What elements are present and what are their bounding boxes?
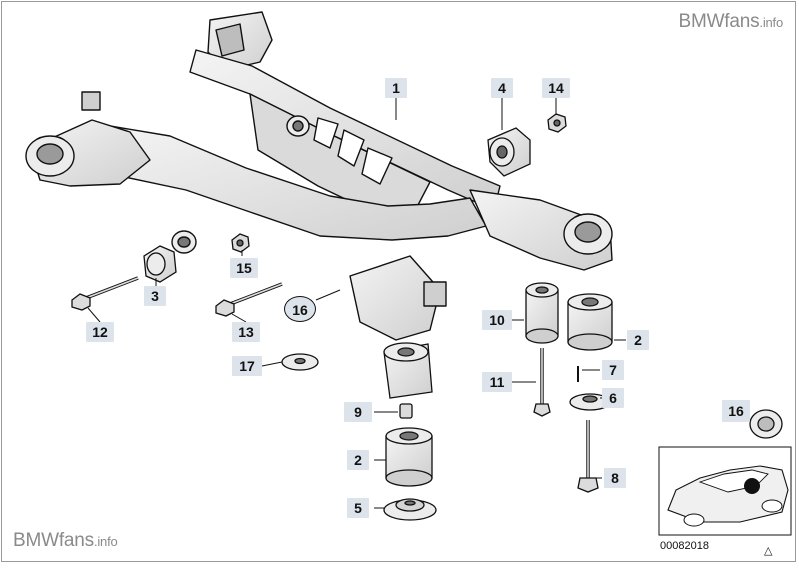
cup-5 xyxy=(383,498,437,521)
bushing-2-right xyxy=(567,293,613,351)
bushing-2-lower xyxy=(385,427,433,487)
callout-13: 13 xyxy=(232,322,260,342)
callout-12: 12 xyxy=(86,322,114,342)
bushing-3 xyxy=(143,245,177,283)
sleeve-10 xyxy=(525,282,559,344)
callout-2: 2 xyxy=(627,330,649,350)
watermark-main: BMWfans xyxy=(13,530,94,551)
callout-14: 14 xyxy=(542,78,570,98)
callout-2: 2 xyxy=(347,450,369,470)
location-marker xyxy=(744,478,760,494)
callout-10: 10 xyxy=(482,310,512,330)
watermark-main: BMWfans xyxy=(678,11,760,32)
nut-15 xyxy=(231,233,250,253)
callout-9: 9 xyxy=(344,402,372,422)
callout-5: 5 xyxy=(347,498,369,518)
note-symbol: △ xyxy=(764,544,773,557)
callout-3: 3 xyxy=(144,286,166,306)
watermark-suffix: .info xyxy=(759,15,783,30)
callout-16: 16 xyxy=(284,296,316,322)
callout-7: 7 xyxy=(602,360,624,380)
vehicle-inset xyxy=(658,446,792,536)
callout-1: 1 xyxy=(385,78,407,98)
callout-17: 17 xyxy=(232,356,262,376)
grommet-16 xyxy=(749,409,783,439)
callout-6: 6 xyxy=(602,388,624,408)
bolt-12 xyxy=(71,276,139,311)
watermark-top: BMWfans.info xyxy=(678,11,783,33)
diagram-code: 00082018 xyxy=(660,540,709,552)
watermark-suffix: .info xyxy=(93,534,118,549)
sleeve-9 xyxy=(399,403,413,419)
callout-8: 8 xyxy=(604,468,626,488)
callout-15: 15 xyxy=(230,258,258,278)
rear-axle-carrier xyxy=(25,11,613,341)
washer-17 xyxy=(281,353,319,371)
nut-14 xyxy=(547,113,567,133)
watermark-bottom: BMWfans.info xyxy=(13,530,118,552)
bolt-13 xyxy=(215,282,283,317)
callout-16: 16 xyxy=(722,400,750,422)
bolt-11 xyxy=(533,348,551,417)
callout-4: 4 xyxy=(491,78,513,98)
rubber-mount-4 xyxy=(487,127,531,177)
callout-11: 11 xyxy=(482,372,512,392)
bolt-8 xyxy=(577,420,599,493)
bushing-2-front xyxy=(383,342,433,399)
